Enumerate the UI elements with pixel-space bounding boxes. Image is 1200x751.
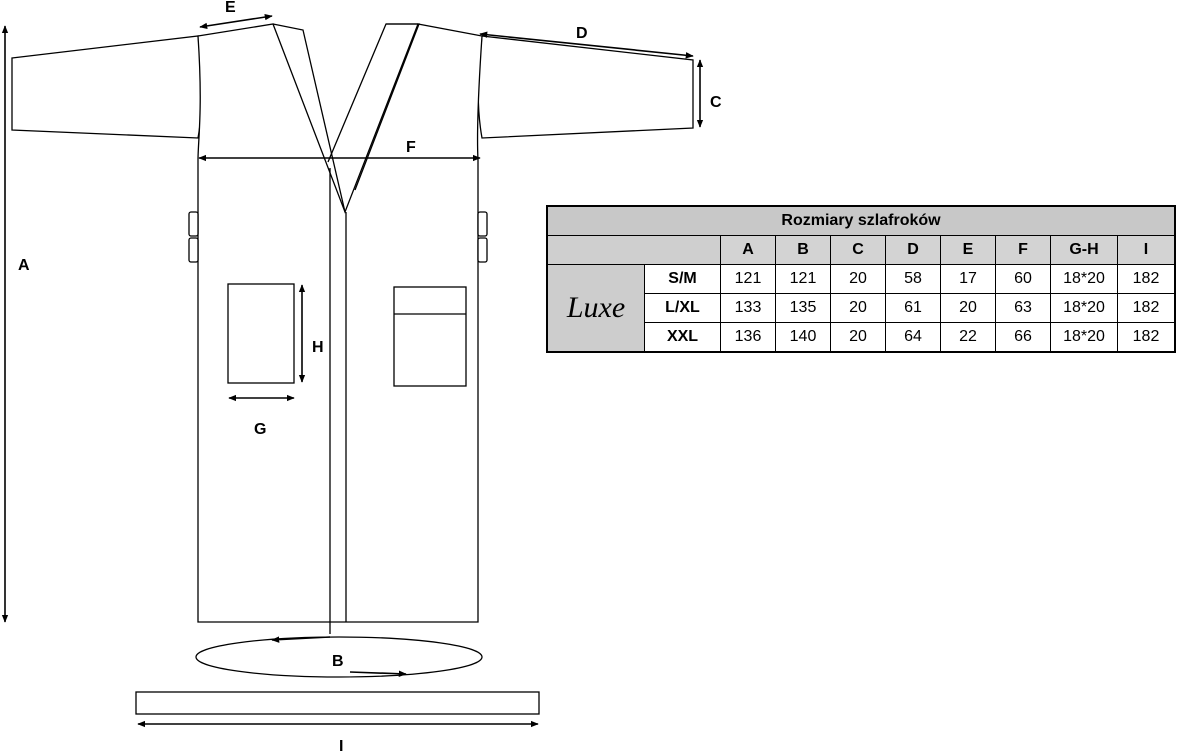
table-row: Luxe S/M 121 121 20 58 17 60 18*20 182 bbox=[546, 264, 1176, 353]
table-title: Rozmiary szlafroków bbox=[546, 205, 1176, 236]
label-c: C bbox=[710, 94, 722, 111]
label-f: F bbox=[406, 139, 416, 156]
size-table: Rozmiary szlafroków A B C D E F G-H I Lu… bbox=[546, 205, 1176, 353]
col-header: G-H bbox=[1050, 235, 1118, 265]
table-header-row: A B C D E F G-H I bbox=[546, 235, 1176, 265]
label-a: A bbox=[18, 257, 30, 274]
belt-loop-left-top bbox=[188, 211, 199, 237]
col-header: D bbox=[885, 235, 941, 265]
table-cell: 20 bbox=[830, 293, 886, 323]
collar-inner bbox=[354, 23, 420, 191]
table-cell: 20 bbox=[830, 264, 886, 294]
table-cell: 66 bbox=[995, 322, 1051, 353]
pocket-right bbox=[393, 286, 467, 387]
dim-arrow-d bbox=[479, 31, 694, 59]
table-cell: 22 bbox=[940, 322, 996, 353]
label-h: H bbox=[312, 339, 324, 356]
label-i: I bbox=[339, 738, 343, 751]
dimension-arrows bbox=[1, 13, 704, 728]
col-header: B bbox=[775, 235, 831, 265]
dim-arrow-b-left bbox=[271, 636, 331, 643]
table-cell: 20 bbox=[940, 293, 996, 323]
col-header: E bbox=[940, 235, 996, 265]
table-cell: 133 bbox=[720, 293, 776, 323]
table-cell: 18*20 bbox=[1050, 293, 1118, 323]
table-cell: 18*20 bbox=[1050, 322, 1118, 353]
label-d: D bbox=[576, 25, 588, 42]
model-name: Luxe bbox=[546, 264, 645, 353]
table-cell: 20 bbox=[830, 322, 886, 353]
table-cell: 121 bbox=[775, 264, 831, 294]
label-g: G bbox=[254, 421, 266, 438]
robe-outline bbox=[11, 23, 694, 715]
col-header: I bbox=[1117, 235, 1176, 265]
right-sleeve bbox=[477, 35, 694, 139]
col-header: C bbox=[830, 235, 886, 265]
table-header-blank bbox=[546, 235, 721, 265]
belt-loop-left-bottom bbox=[188, 237, 199, 263]
table-cell: 60 bbox=[995, 264, 1051, 294]
dim-arrow-b-right bbox=[349, 670, 407, 677]
size-label: XXL bbox=[644, 322, 721, 353]
table-cell: 61 bbox=[885, 293, 941, 323]
table-row: XXL 136 140 20 64 22 66 18*20 182 bbox=[547, 322, 1176, 353]
table-cell: 17 bbox=[940, 264, 996, 294]
table-cell: 135 bbox=[775, 293, 831, 323]
size-label: L/XL bbox=[644, 293, 721, 323]
belt-flat bbox=[135, 691, 540, 715]
dimension-labels: A E D C F H G B I bbox=[18, 0, 722, 751]
belt-loop-right-bottom bbox=[477, 237, 488, 263]
table-cell: 18*20 bbox=[1050, 264, 1118, 294]
table-cell: 58 bbox=[885, 264, 941, 294]
collar-left bbox=[272, 23, 346, 213]
col-header: A bbox=[720, 235, 776, 265]
belt-loop bbox=[195, 636, 483, 678]
table-cell: 140 bbox=[775, 322, 831, 353]
left-sleeve bbox=[11, 35, 203, 139]
table-cell: 182 bbox=[1117, 264, 1176, 294]
dim-arrow-e bbox=[199, 13, 273, 30]
table-cell: 182 bbox=[1117, 293, 1176, 323]
col-header: F bbox=[995, 235, 1051, 265]
size-label: S/M bbox=[644, 264, 721, 294]
table-cell: 182 bbox=[1117, 322, 1176, 353]
table-cell: 121 bbox=[720, 264, 776, 294]
label-e: E bbox=[225, 0, 236, 16]
table-cell: 136 bbox=[720, 322, 776, 353]
pocket-left bbox=[227, 283, 295, 384]
table-row: L/XL 133 135 20 61 20 63 18*20 182 bbox=[547, 293, 1176, 323]
table-cell: 64 bbox=[885, 322, 941, 353]
belt-loop-right-top bbox=[477, 211, 488, 237]
label-b: B bbox=[332, 653, 344, 670]
table-cell: 63 bbox=[995, 293, 1051, 323]
